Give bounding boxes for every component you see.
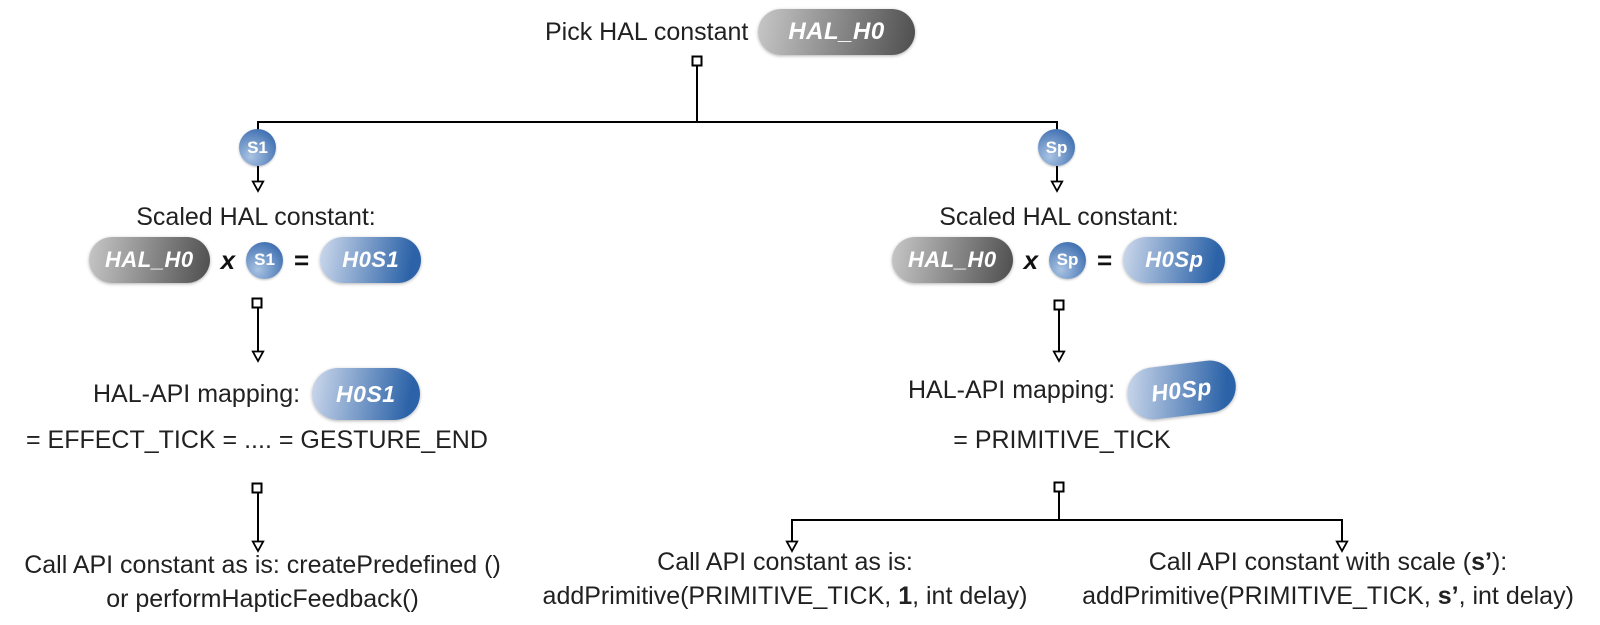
arrow-left-mapping-to-call: [251, 482, 265, 553]
root-node: Pick HAL constant HAL_H0: [545, 9, 915, 55]
right-call-as-is-line1: Call API constant as is:: [657, 548, 913, 576]
right-call-with-scale-text: Call API constant with scale (s’): addPr…: [1058, 545, 1598, 613]
left-scaled-formula: HAL_H0 x S1 = H0S1: [89, 237, 422, 283]
right-equals-operator: =: [1097, 244, 1113, 275]
right-mapping-equation: = PRIMITIVE_TICK: [953, 426, 1171, 454]
call-as-is-pre: addPrimitive(PRIMITIVE_TICK,: [542, 582, 899, 610]
right-call-as-is-text: Call API constant as is: addPrimitive(PR…: [525, 545, 1045, 613]
right-call-as-is-line2: addPrimitive(PRIMITIVE_TICK, 1, int dela…: [525, 579, 1045, 613]
call-as-is-bold-value: 1: [898, 582, 913, 610]
right-mapping-node: HAL-API mapping: H0Sp: [908, 357, 1239, 423]
call-scale-line2-pre: addPrimitive(PRIMITIVE_TICK,: [1082, 582, 1438, 610]
left-multiply-operator: x: [220, 244, 236, 275]
connector-right-call-split: [785, 481, 1349, 553]
right-call-with-scale-line1: Call API constant with scale (s’):: [1058, 545, 1598, 579]
left-call-line2: or performHapticFeedback(): [106, 585, 419, 613]
pick-hal-label: Pick HAL constant: [545, 17, 749, 46]
left-call-text: Call API constant as is: createPredefine…: [0, 548, 525, 616]
call-scale-line1-pre: Call API constant with scale (: [1148, 548, 1472, 576]
connector-root-split: [257, 55, 1058, 131]
right-scale-badge: Sp: [1049, 241, 1087, 279]
branch-badge-s1: S1: [239, 129, 276, 166]
right-scaled-formula: HAL_H0 x Sp = H0Sp: [892, 237, 1226, 283]
arrow-right-branch: [1050, 166, 1064, 193]
left-scaled-heading: Scaled HAL constant:: [136, 203, 376, 231]
right-scaled-heading: Scaled HAL constant:: [939, 203, 1179, 231]
left-hal-constant-pill: HAL_H0: [89, 237, 210, 283]
hal-constant-pill: HAL_H0: [758, 9, 915, 55]
left-mapping-pill: H0S1: [312, 368, 420, 420]
arrow-left-branch: [251, 166, 265, 193]
left-scaled-result-pill: H0S1: [320, 237, 422, 283]
right-call-with-scale-line2: addPrimitive(PRIMITIVE_TICK, s’, int del…: [1058, 579, 1598, 613]
right-mapping-pill: H0Sp: [1124, 357, 1239, 423]
right-mapping-label: HAL-API mapping:: [908, 375, 1116, 404]
right-multiply-operator: x: [1023, 244, 1039, 275]
left-equals-operator: =: [294, 244, 310, 275]
arrow-left-scaled-to-mapping: [251, 297, 265, 363]
right-scaled-result-pill: H0Sp: [1123, 237, 1226, 283]
left-mapping-label: HAL-API mapping:: [93, 379, 301, 408]
arrow-right-scaled-to-mapping: [1052, 299, 1066, 363]
right-hal-constant-pill: HAL_H0: [892, 237, 1013, 283]
branch-badge-sp: Sp: [1038, 129, 1075, 166]
left-call-line1: Call API constant as is: createPredefine…: [24, 551, 501, 579]
left-mapping-equation: = EFFECT_TICK = .... = GESTURE_END: [26, 426, 488, 454]
left-scale-badge: S1: [246, 241, 284, 279]
call-scale-line1-post: ):: [1491, 548, 1508, 576]
call-scale-line2-bold: s’: [1437, 582, 1459, 610]
call-scale-line1-bold: s’: [1471, 548, 1492, 576]
left-mapping-node: HAL-API mapping: H0S1: [93, 368, 420, 420]
call-as-is-post: , int delay): [912, 582, 1028, 610]
call-scale-line2-post: , int delay): [1458, 582, 1574, 610]
